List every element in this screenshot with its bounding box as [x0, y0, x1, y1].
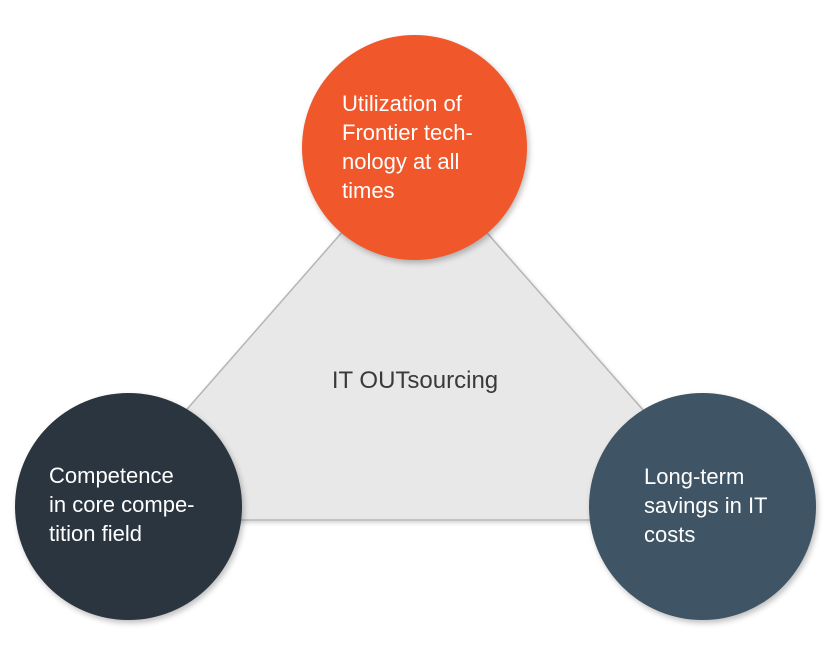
triangle-polygon — [88, 148, 742, 521]
node-cost-savings: Long-term savings in IT costs — [589, 393, 816, 620]
node-cost-savings-label: Long-term savings in IT costs — [644, 464, 768, 547]
node-frontier-technology: Utilization of Frontier tech- nology at … — [302, 35, 527, 260]
node-frontier-technology-label: Utilization of Frontier tech- nology at … — [342, 91, 473, 203]
center-label: IT OUTsourcing — [331, 367, 499, 394]
node-core-competence-label: Competence in core compe- tition field — [49, 463, 195, 546]
node-core-competence: Competence in core compe- tition field — [15, 393, 242, 620]
